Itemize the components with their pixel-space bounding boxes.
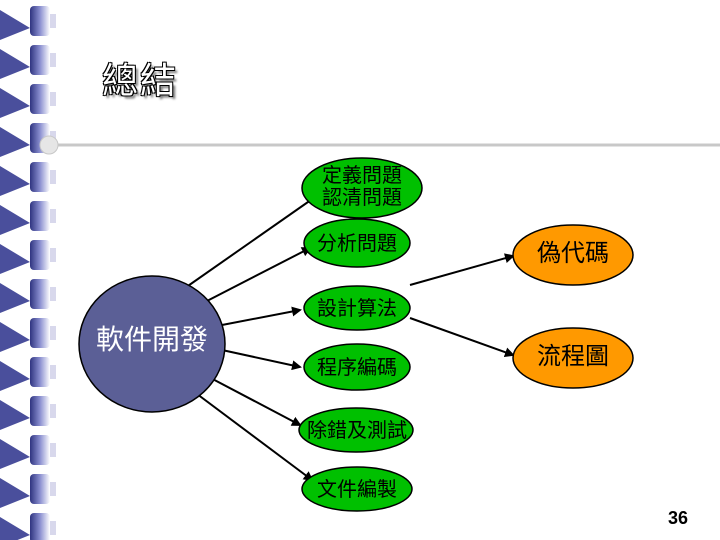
- binder-tab-shape: [0, 127, 30, 157]
- step-code-label: 程序編碼: [317, 355, 397, 379]
- binder-ring-highlight: [50, 404, 56, 418]
- step-define-label: 定義問題 認清問題: [302, 164, 422, 208]
- binder-ring-highlight: [50, 248, 56, 262]
- binder-ring-highlight: [50, 365, 56, 379]
- binder-ring-shape: [30, 162, 50, 192]
- binder-ring-shape: [30, 84, 50, 114]
- binder-ring-shape: [30, 435, 50, 465]
- binder-ring-highlight: [50, 14, 56, 28]
- binder-ring-shape: [30, 513, 50, 540]
- binder-ring-shape: [30, 240, 50, 270]
- step-node-design-shape: [303, 285, 411, 331]
- arrow-to-pseudocode: [409, 253, 515, 286]
- arrow-to-test: [204, 374, 302, 426]
- binder-tab-shape: [0, 49, 30, 79]
- step-test-label: 除錯及測試: [307, 418, 407, 442]
- divider-knob: [39, 135, 59, 155]
- binder-ring-shape: [30, 201, 50, 231]
- center-node-label: 軟件開發: [95, 323, 208, 356]
- binder-tab-shape: [0, 478, 30, 508]
- center-node-shape: [78, 275, 226, 413]
- step-document-label: 文件編製: [317, 477, 397, 501]
- binder-ring-highlight: [50, 443, 56, 457]
- binder-tab-shape: [0, 166, 30, 196]
- binder-ring-highlight: [50, 92, 56, 106]
- arrow-to-analyze: [204, 247, 312, 303]
- binder-ring-highlight: [50, 170, 56, 184]
- binder-ring-highlight: [50, 521, 56, 535]
- binder-tab-shape: [0, 10, 30, 40]
- binder-tab-shape: [0, 439, 30, 469]
- tool-pseudocode-label: 偽代碼: [537, 239, 609, 267]
- tool-node-flowchart-shape: [512, 327, 634, 389]
- step-node-analyze-shape: [303, 218, 411, 268]
- binder-ring-shape: [30, 474, 50, 504]
- step-node-test-shape: [298, 407, 414, 453]
- binder-ring-shape: [30, 396, 50, 426]
- binder-tab-shape: [0, 322, 30, 352]
- step-node-define-shape: [301, 157, 423, 219]
- binder-tab-shape: [0, 517, 30, 540]
- step-node-document-shape: [301, 466, 413, 512]
- step-define-line2: 認清問題: [322, 185, 402, 209]
- binder-ring-shape: [30, 357, 50, 387]
- slide-title: 總結: [102, 61, 179, 102]
- binder-tab-shape: [0, 283, 30, 313]
- binder-ring-highlight: [50, 287, 56, 301]
- binder-ring-shape: [30, 318, 50, 348]
- binder-tab-shape: [0, 361, 30, 391]
- binder-ring-highlight: [50, 326, 56, 340]
- binder-rings-decoration: [0, 6, 56, 540]
- arrow-to-document: [184, 384, 314, 482]
- step-define-line1: 定義問題: [322, 163, 402, 187]
- binder-ring-shape: [30, 279, 50, 309]
- binder-tab-shape: [0, 205, 30, 235]
- arrow-to-define: [174, 193, 320, 296]
- tool-node-pseudocode-shape: [512, 224, 634, 286]
- binder-ring-highlight: [50, 482, 56, 496]
- binder-ring-highlight: [50, 209, 56, 223]
- binder-ring-shape: [30, 45, 50, 75]
- binder-tab-shape: [0, 400, 30, 430]
- page-number: 36: [668, 508, 689, 528]
- step-analyze-label: 分析問題: [317, 231, 397, 255]
- step-node-code-shape: [303, 343, 411, 391]
- arrow-to-code: [221, 349, 302, 371]
- arrow-to-flowchart: [409, 317, 515, 358]
- step-design-label: 設計算法: [317, 296, 397, 320]
- binder-ring-highlight: [50, 53, 56, 67]
- binder-tab-shape: [0, 244, 30, 274]
- arrow-to-design: [221, 306, 302, 326]
- tool-flowchart-label: 流程圖: [537, 342, 609, 370]
- binder-ring-shape: [30, 6, 50, 36]
- binder-tab-shape: [0, 88, 30, 118]
